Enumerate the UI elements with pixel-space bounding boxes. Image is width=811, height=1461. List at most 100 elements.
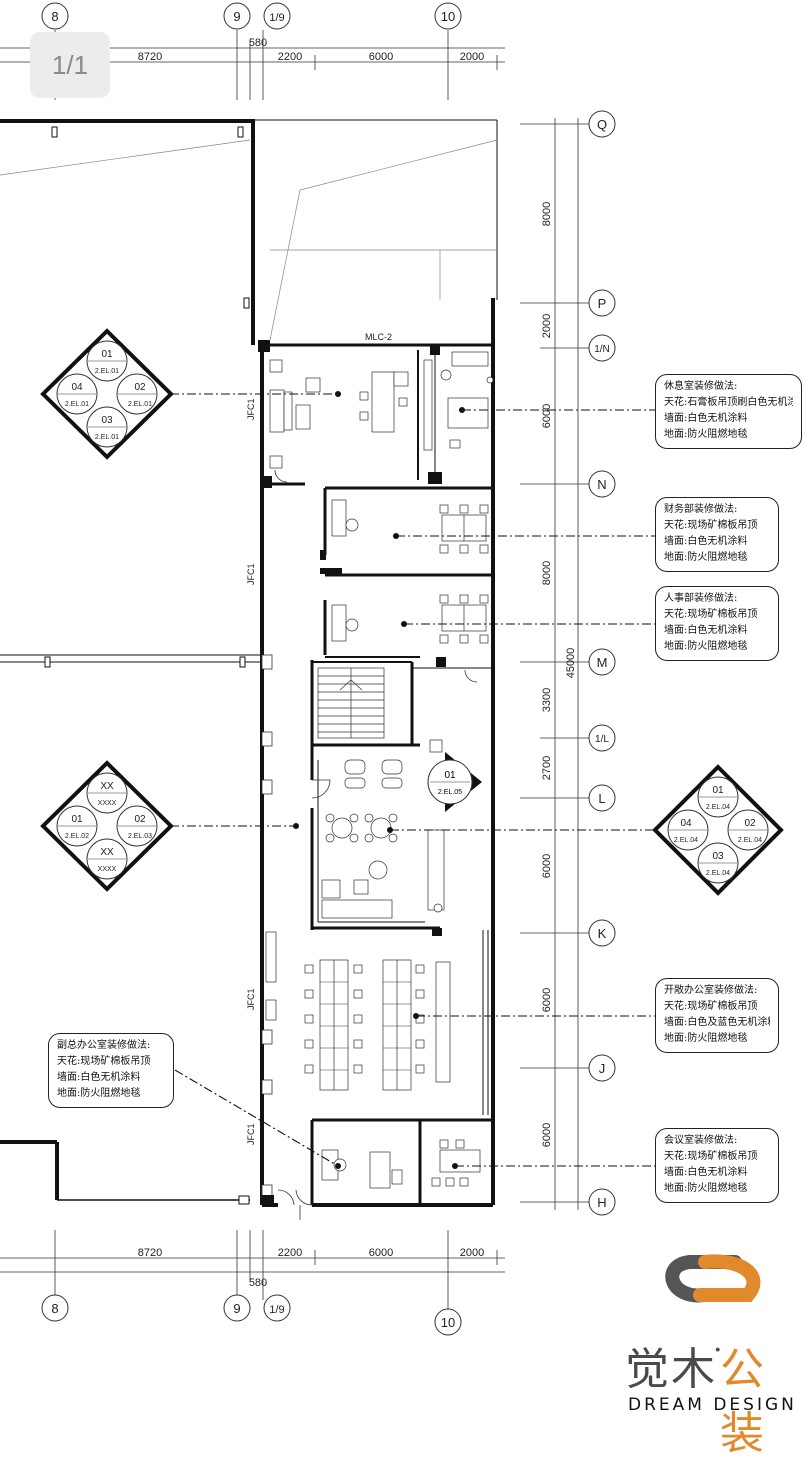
elev-num: 04	[71, 382, 83, 393]
note-line: 地面:防火阻燃地毯	[664, 1183, 748, 1194]
axis-label: Q	[597, 117, 607, 132]
note-line: 天花:石膏板吊顶刷白色无机涂料	[664, 397, 793, 408]
leader-lines	[170, 393, 657, 1167]
elev-num: 01	[712, 785, 724, 796]
elev-ref: 2.EL.04	[706, 804, 730, 811]
note-line: 墙面:白色无机涂料	[664, 625, 748, 636]
dim-label: 3300	[541, 688, 553, 712]
axis-label: P	[598, 296, 607, 311]
elev-num: 01	[71, 814, 83, 825]
page-indicator[interactable]: 1/1	[30, 32, 110, 98]
open-office-desks	[265, 931, 451, 1091]
note-lounge: 休息室装修做法: 天花:石膏板吊顶刷白色无机涂料 墙面:白色无机涂料 地面:防火…	[655, 374, 802, 449]
note-line: 地面:防火阻燃地毯	[664, 429, 748, 440]
structural-columns	[258, 340, 446, 1205]
axis-bubble-bottom-10	[434, 1308, 462, 1336]
axis-bubble-M	[588, 648, 616, 676]
elev-ref: 2.EL.01	[95, 368, 119, 375]
elev-ref: 2.EL.04	[674, 837, 698, 844]
door-swings	[274, 469, 478, 1220]
note-line: 地面:防火阻燃地毯	[664, 552, 748, 563]
elev-ref: 2.EL.03	[128, 833, 152, 840]
door-label: MLC-2	[365, 332, 392, 342]
axis-label: 9	[233, 1301, 240, 1316]
axis-label: 1/N	[594, 344, 610, 355]
note-deputy-office: 副总办公室装修做法: 天花:现场矿棉板吊顶 墙面:白色无机涂料 地面:防火阻燃地…	[48, 1033, 174, 1108]
elev-ref: XXXX	[98, 866, 117, 873]
total-dim-label: 45000	[565, 648, 577, 679]
elev-ref: 2.EL.01	[128, 401, 152, 408]
note-title: 财务部装修做法:	[664, 504, 738, 515]
stair	[317, 667, 385, 739]
axis-label: 1/9	[269, 12, 284, 24]
elev-num: XX	[100, 847, 114, 858]
axis-label: H	[597, 1195, 606, 1210]
dim-label: 2000	[460, 1247, 484, 1259]
elev-num: 03	[101, 415, 113, 426]
axis-label: K	[598, 926, 607, 941]
axis-bubble-J	[588, 1054, 616, 1082]
note-meeting: 会议室装修做法: 天花:现场矿棉板吊顶 墙面:白色无机涂料 地面:防火阻燃地毯	[655, 1128, 779, 1203]
elevation-marker-small: 01 2.EL.05	[427, 752, 482, 812]
dim-label: 6000	[369, 51, 393, 63]
dim-label: 580	[249, 37, 267, 49]
note-title: 副总办公室装修做法:	[57, 1040, 151, 1051]
floor-plan: 8 9 1/9 10 8720 580 2200 6000 2000 8 9 1…	[0, 2, 784, 1336]
elev-num: XX	[100, 781, 114, 792]
dim-label: 2000	[541, 314, 553, 338]
elev-ref: 2.EL.05	[438, 789, 462, 796]
axis-bubble-top-10	[434, 2, 462, 30]
elev-num: 02	[134, 382, 146, 393]
note-hr: 人事部装修做法: 天花:现场矿棉板吊顶 墙面:白色无机涂料 地面:防火阻燃地毯	[655, 586, 779, 661]
elev-ref: 2.EL.04	[738, 837, 762, 844]
dim-label: 6000	[541, 854, 553, 878]
axis-label: J	[599, 1061, 606, 1076]
axis-label: 8	[51, 9, 58, 24]
dim-label: 6000	[369, 1247, 393, 1259]
exterior-walls	[0, 119, 498, 1207]
wall-label: JFC1	[246, 563, 256, 585]
axis-label: 1/L	[595, 734, 609, 745]
right-dimension-lines	[520, 118, 590, 1210]
axis-label: 10	[441, 9, 455, 24]
interior-walls	[262, 350, 493, 1205]
note-open-office: 开敞办公室装修做法: 天花:现场矿棉板吊顶 墙面:白色及蓝色无机涂料 地面:防火…	[655, 978, 779, 1053]
wall-label: JFC1	[246, 988, 256, 1010]
elev-num: 01	[101, 349, 113, 360]
elev-ref: 2.EL.02	[65, 833, 89, 840]
dim-label: 8000	[541, 561, 553, 585]
note-title: 人事部装修做法:	[664, 593, 738, 604]
note-line: 墙面:白色无机涂料	[57, 1072, 141, 1083]
elev-num: 01	[444, 770, 456, 781]
axis-bubble-bottom-8	[41, 1294, 69, 1322]
axis-label: N	[597, 477, 606, 492]
note-line: 天花:现场矿棉板吊顶	[664, 520, 758, 531]
brand-name-en: DREAM DESIGN	[628, 1395, 797, 1415]
brand-logo-mark	[665, 1254, 761, 1303]
axis-bubble-top-1-9	[263, 2, 291, 30]
dim-label: 6000	[541, 1123, 553, 1147]
note-line: 墙面:白色及蓝色无机涂料	[664, 1017, 770, 1028]
axis-label: 9	[233, 9, 240, 24]
note-line: 墙面:白色无机涂料	[664, 536, 748, 547]
note-line: 天花:现场矿棉板吊顶	[57, 1056, 151, 1067]
axis-bubble-L	[588, 784, 616, 812]
dim-label: 8720	[138, 51, 162, 63]
axis-bubble-bottom-1-9	[263, 1294, 291, 1322]
dim-label: 6000	[541, 404, 553, 428]
dim-label: 2700	[541, 756, 553, 780]
axis-bubble-1-L	[588, 724, 616, 752]
axis-bubble-K	[588, 919, 616, 947]
dim-label: 8000	[541, 202, 553, 226]
wall-tags: MLC-2 JFC1 JFC1 JFC1 JFC1	[246, 332, 392, 1145]
axis-bubble-bottom-9	[223, 1294, 251, 1322]
axis-label: 10	[441, 1315, 455, 1330]
dim-label: 2200	[278, 51, 302, 63]
axis-label: M	[597, 655, 608, 670]
note-title: 会议室装修做法:	[664, 1135, 738, 1146]
elev-ref: 2.EL.01	[65, 401, 89, 408]
note-line: 墙面:白色无机涂料	[664, 413, 748, 424]
axis-label: 1/9	[269, 1304, 284, 1316]
note-line: 地面:防火阻燃地毯	[57, 1088, 141, 1099]
elevation-marker-left-mid: XX XXXX XX XXXX 01 2.EL.02 02 2.EL.03	[40, 760, 174, 892]
